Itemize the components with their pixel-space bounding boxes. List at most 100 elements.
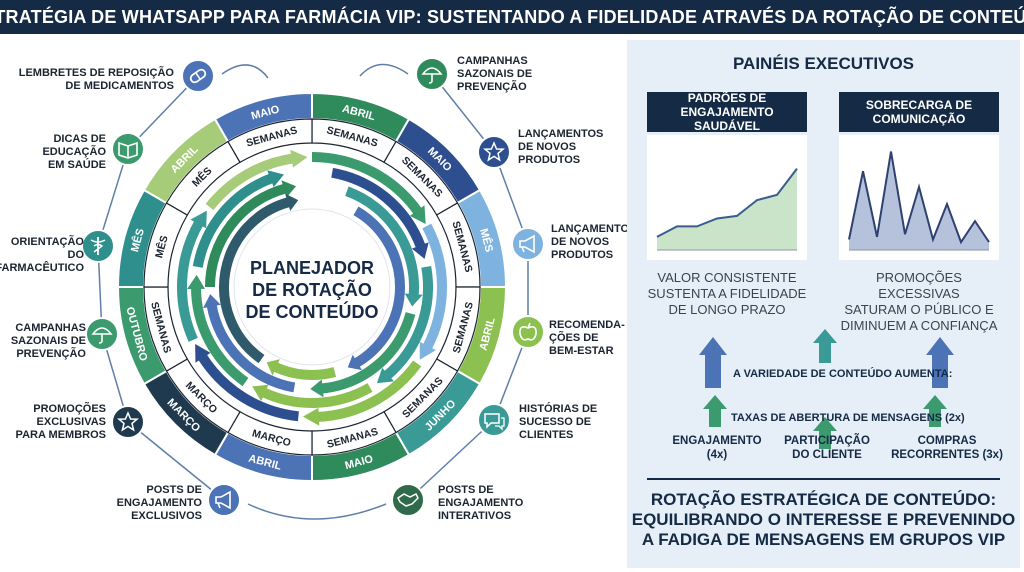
content-node — [477, 403, 511, 437]
chart-line — [848, 151, 990, 245]
arrowhead-icon — [267, 170, 284, 188]
panel-title: PAINÉIS EXECUTIVOS — [732, 54, 915, 73]
overload-chart-box — [839, 135, 999, 260]
center-title-line2: DE ROTAÇÃO — [252, 279, 372, 300]
rotation-arc — [331, 167, 426, 250]
arrowhead-icon — [302, 407, 320, 426]
chat-icon — [484, 413, 505, 431]
arrowhead-icon — [411, 242, 429, 259]
content-node — [477, 135, 511, 169]
megaphone-icon — [519, 234, 535, 254]
arrowhead-icon — [409, 205, 426, 224]
rotation-arc — [205, 153, 295, 211]
arrowhead-icon — [195, 343, 211, 363]
cycle-connector — [127, 421, 225, 501]
cycle-connector — [221, 64, 269, 79]
rotation-arc — [353, 206, 405, 368]
arrow-up-icon — [926, 337, 954, 388]
arrow-up-icon — [699, 337, 727, 388]
rotation-arc — [206, 303, 296, 393]
panel-footer: ROTAÇÃO ESTRATÉGICA DE CONTEÚDO:EQUILIBR… — [631, 490, 1016, 549]
megaphone-icon — [215, 490, 231, 510]
rotation-arc — [320, 312, 416, 394]
communication-overload-chart — [848, 151, 990, 251]
chart-line — [656, 168, 798, 238]
caduceus-icon — [90, 237, 106, 255]
page-title: ESTRATÉGIA DE WHATSAPP PARA FARMÁCIA VIP… — [0, 6, 1024, 27]
rotation-arc — [272, 362, 337, 380]
growth-arrows — [699, 329, 954, 449]
rotation-arc — [197, 353, 299, 422]
arrowhead-icon — [266, 359, 280, 376]
arrowhead-icon — [347, 354, 362, 371]
arrowhead-icon — [376, 367, 395, 384]
rotation-arc — [316, 360, 422, 422]
content-node — [415, 57, 449, 91]
chart-area — [657, 168, 797, 250]
umbrella-icon — [91, 327, 113, 344]
content-node — [181, 59, 215, 93]
panel-divider — [647, 478, 1000, 480]
content-node — [207, 483, 241, 517]
cycle-connector — [407, 419, 495, 501]
content-rotation-wheel: ABRILMAIOMÊSABRILJUNHOMAIOABRILMARÇOOUTU… — [81, 57, 545, 520]
book-icon — [118, 141, 138, 159]
apple-icon — [519, 322, 537, 341]
center-hub: PLANEJADOR DE ROTAÇÃO DE CONTEÚDO — [233, 208, 391, 366]
rotation-arc — [205, 183, 287, 288]
center-title-line1: PLANEJADOR — [250, 258, 374, 278]
healthy-chart-box — [647, 135, 807, 260]
content-node — [85, 317, 119, 351]
title-bar: ESTRATÉGIA DE WHATSAPP PARA FARMÁCIA VIP… — [0, 0, 1024, 34]
rotation-arc — [260, 383, 373, 408]
variety-increases-label: A VARIEDADE DE CONTEÚDO AUMENTA: — [733, 368, 953, 380]
arrow-up-icon — [923, 395, 947, 427]
rotation-arc — [191, 286, 249, 387]
cycle-connector — [247, 503, 387, 520]
center-title-line3: DE CONTEÚDO — [245, 301, 378, 322]
arrowhead-icon — [252, 384, 269, 402]
content-node — [391, 483, 425, 517]
arrow-up-icon — [703, 395, 727, 427]
rotation-arc — [422, 223, 447, 351]
rotation-arc — [311, 152, 423, 216]
inner-ring-segment — [227, 118, 313, 164]
arrowhead-icon — [187, 274, 206, 290]
arrowhead-icon — [290, 149, 308, 168]
star-icon — [117, 411, 139, 432]
rotation-arc — [177, 219, 204, 342]
rotation-arc — [345, 186, 419, 297]
metric-engagement: ENGAJAMENTO(4x) — [672, 435, 762, 461]
arrow-up-icon — [813, 329, 837, 363]
arrowhead-icon — [404, 293, 423, 307]
arrowhead-icon — [419, 341, 436, 360]
inner-ring-label: MÊS — [152, 234, 170, 259]
content-node — [511, 227, 545, 261]
outer-month-ring: ABRILMAIOMÊSABRILJUNHOMAIOABRILMARÇOOUTU… — [116, 91, 508, 483]
arrowhead-icon — [310, 379, 324, 398]
arrowhead-icon — [285, 193, 299, 212]
rotation-arc — [219, 197, 291, 364]
healthy-engagement-chart — [656, 168, 798, 251]
arrowhead-icon — [203, 294, 221, 309]
arrow-up-icon — [813, 417, 837, 449]
content-node — [81, 229, 115, 263]
star-icon — [483, 141, 505, 162]
outer-ring-label: MÊS — [477, 227, 496, 253]
rotation-arc — [383, 265, 433, 380]
